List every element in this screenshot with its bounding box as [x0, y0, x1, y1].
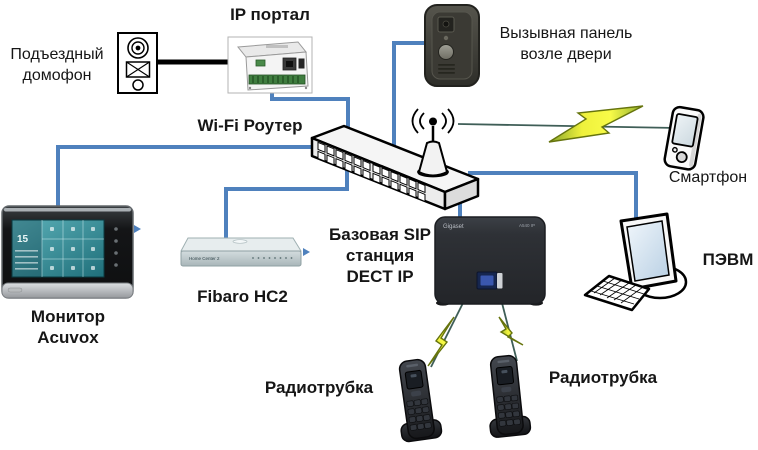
wifi-router-label: Wi-Fi Роутер — [197, 116, 303, 135]
link-router-pc — [468, 171, 638, 224]
fibaro-leds — [252, 257, 293, 259]
handset-left-label: Радиотрубка — [264, 378, 374, 397]
monitor-touch-buttons — [114, 227, 118, 267]
handset-right-label: Радиотрубка — [548, 368, 658, 387]
dect-bolt-left-icon — [427, 316, 455, 367]
fibaro-front-text: Home Center 2 — [189, 256, 220, 261]
dect-bolt-right-icon — [498, 316, 524, 346]
dect-handset-left-icon — [390, 356, 444, 444]
smartphone-label: Смартфон — [668, 169, 748, 186]
router-antenna-icon — [411, 108, 455, 178]
link-doorpanel-router — [392, 41, 430, 153]
link-router-monitor — [56, 145, 311, 208]
link-ipportal-router — [270, 91, 350, 142]
wireless-base-handset-left — [430, 302, 464, 368]
wifi-bolt-icon — [548, 105, 644, 143]
smartphone-icon — [663, 105, 705, 171]
pc-screen — [626, 220, 670, 282]
wifi-router-icon — [310, 108, 480, 211]
door-panel-icon — [424, 4, 480, 87]
sip-base-station-icon: Gigaset A540 IP — [434, 216, 546, 306]
door-panel-label: Вызывная панель возле двери — [499, 25, 633, 63]
ip-portal-label: IP портал — [230, 5, 310, 24]
fibaro-hc2-icon: Home Center 2 — [180, 237, 310, 267]
acuvox-monitor-icon: 15 — [1, 205, 141, 299]
entrance-intercom-icon — [117, 32, 158, 94]
pc-icon — [583, 212, 688, 312]
smartphone-screen — [671, 113, 699, 148]
monitor-screen-time: 15 — [17, 234, 29, 245]
router-ports — [317, 141, 426, 203]
sip-base-label: Базовая SIP станция DECT IP — [328, 225, 432, 286]
wireless-router-smartphone — [457, 123, 679, 129]
fibaro-label: Fibaro HC2 — [197, 287, 288, 306]
monitor-label: Монитор Acuvox — [30, 307, 106, 347]
base-brand-text: Gigaset — [443, 224, 464, 230]
link-router-fibaro — [224, 165, 349, 240]
base-model-text: A540 IP — [519, 223, 535, 228]
connector-arrow — [303, 248, 310, 256]
pc-keyboard-icon — [583, 274, 651, 312]
connector-arrow — [134, 225, 141, 233]
entrance-intercom-label: Подъездный домофон — [10, 46, 104, 84]
pc-label: ПЭВМ — [702, 250, 754, 269]
dect-handset-right-icon — [482, 353, 532, 439]
monitor-screen — [11, 219, 105, 278]
ip-portal-icon — [227, 36, 313, 94]
